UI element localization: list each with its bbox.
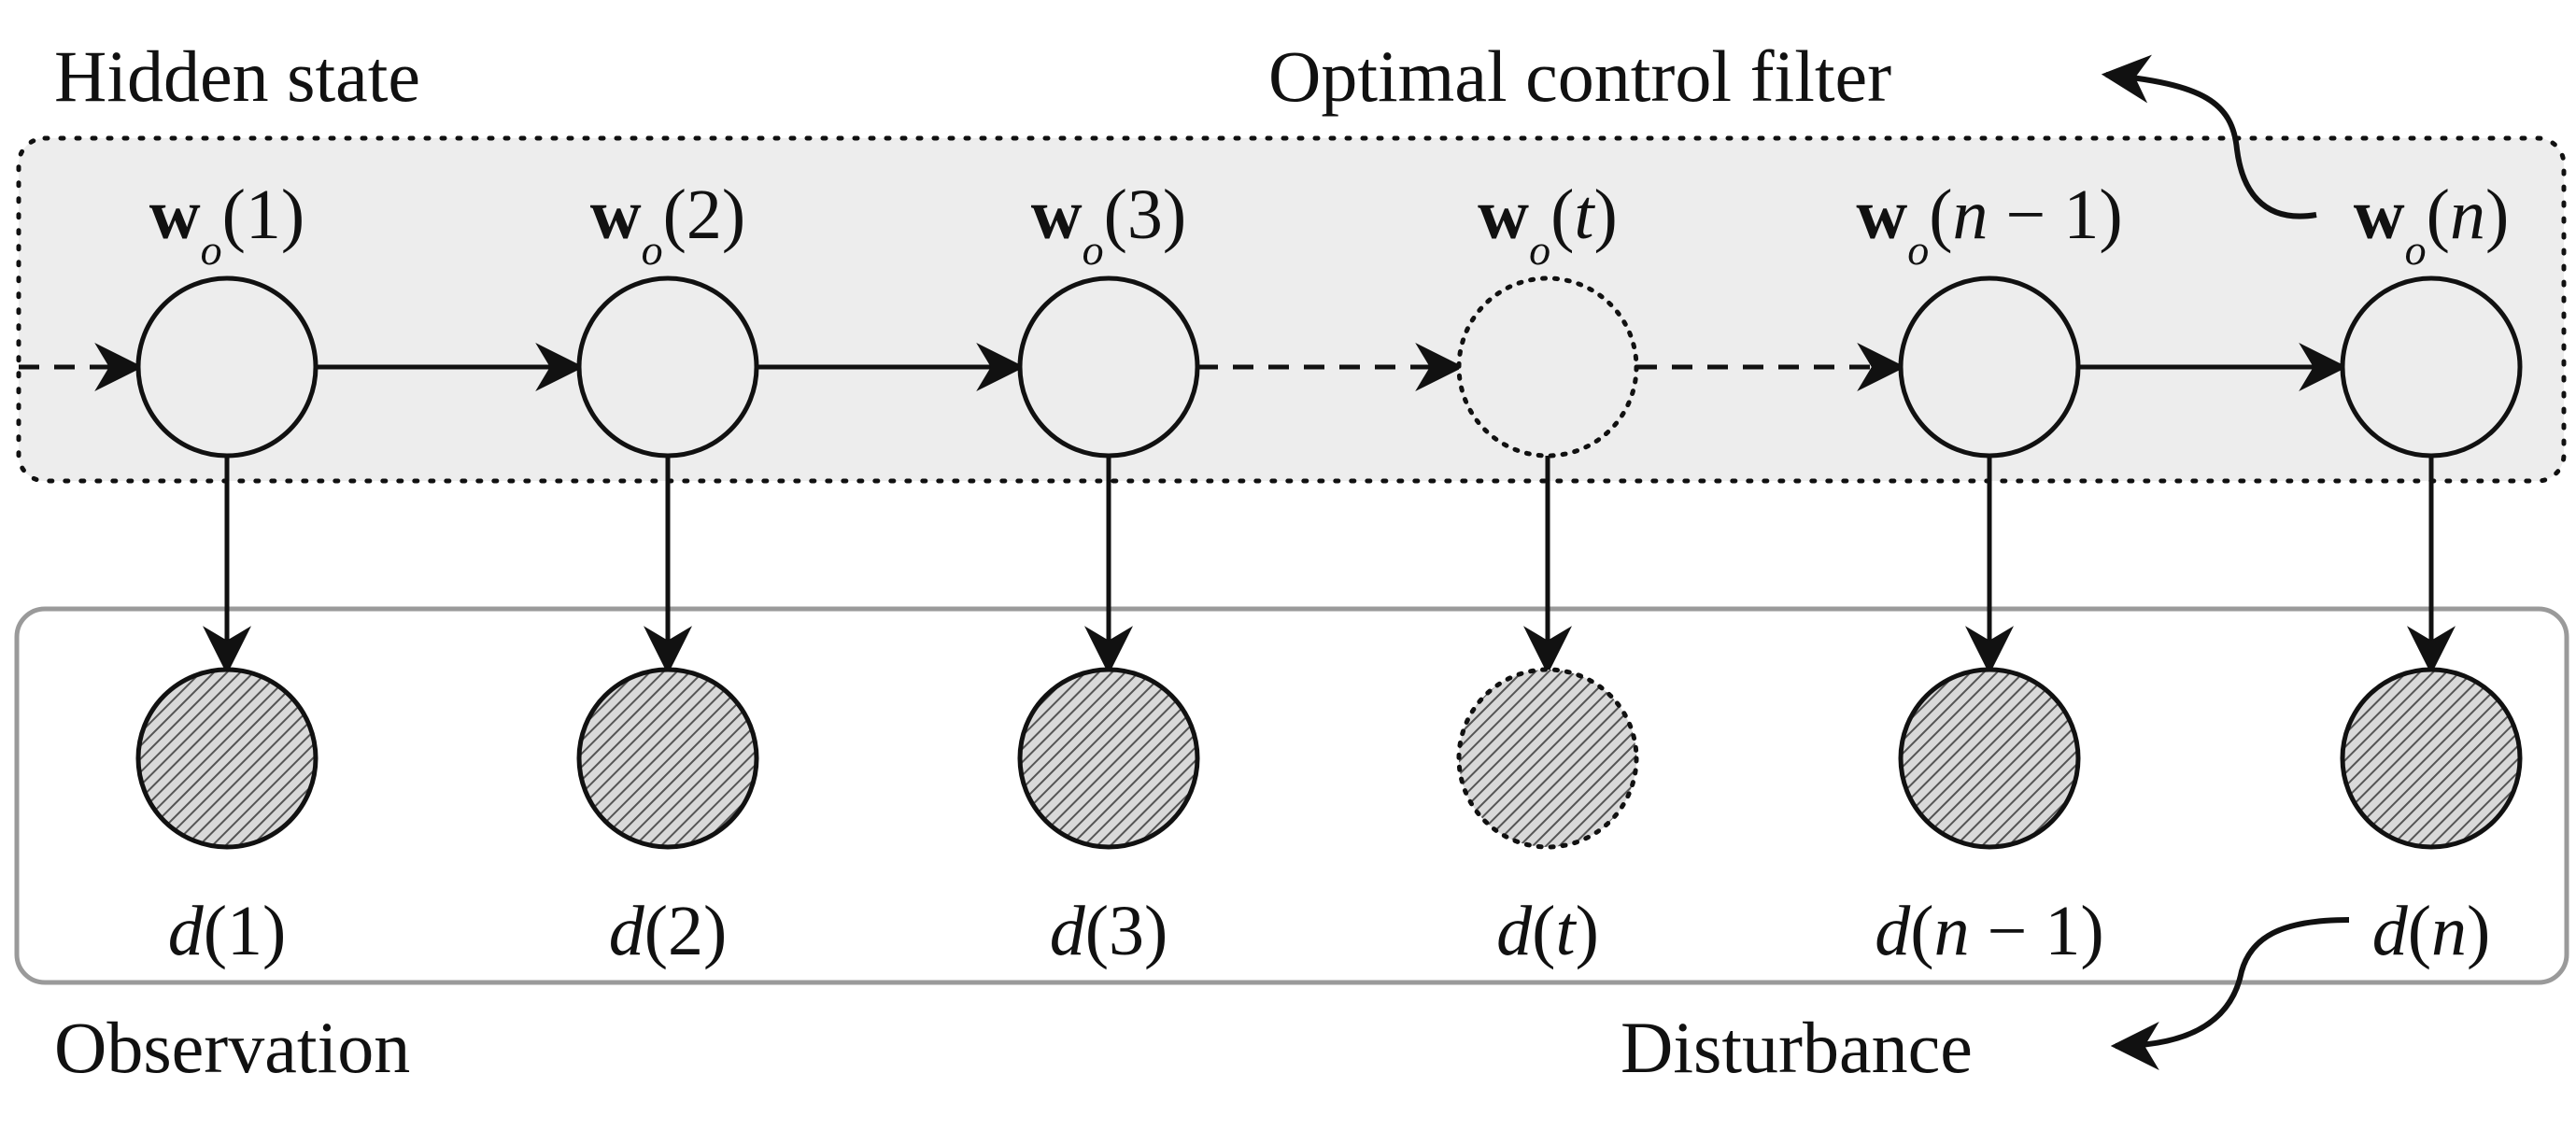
hidden-state-label: Hidden state [54, 35, 420, 117]
hidden-node-label-3: wo(3) [1031, 176, 1187, 274]
observed-node-5 [1898, 667, 2081, 850]
observed-node-label-6: d(n) [2372, 892, 2491, 970]
observed-node-3 [1017, 667, 1200, 850]
hidden-state-panel [16, 135, 2567, 484]
observation-label: Observation [54, 1007, 410, 1088]
observed-node-1 [135, 667, 318, 850]
observed-node-label-5: d(n − 1) [1875, 892, 2103, 970]
hidden-node-3 [1017, 275, 1200, 459]
node-labels-layer: wo(1) wo(2) wo(3) wo(t) wo(n − 1) wo(n) d(1) d(… [149, 176, 2510, 970]
hidden-node-label-1: wo(1) [149, 176, 305, 274]
hidden-node-2 [576, 275, 759, 459]
observed-node-label-2: d(2) [609, 892, 728, 970]
hidden-node-4 [1456, 275, 1639, 459]
disturbance-label: Disturbance [1621, 1007, 1973, 1088]
hidden-node-label-6: wo(n) [2354, 176, 2510, 274]
hidden-node-6 [2340, 275, 2523, 459]
observed-node-2 [576, 667, 759, 850]
disturbance-callout-arrow [2110, 917, 2350, 1070]
edges-layer [19, 343, 2456, 675]
hidden-node-5 [1898, 275, 2081, 459]
observed-node-label-1: d(1) [168, 892, 287, 970]
observation-panel [14, 606, 2569, 985]
observed-node-label-3: d(3) [1050, 892, 1168, 970]
observed-node-4 [1456, 667, 1639, 850]
optimal-filter-callout-arrow [2101, 54, 2317, 219]
hidden-node-1 [135, 275, 318, 459]
optimal-filter-label: Optimal control filter [1268, 35, 1891, 117]
hidden-node-label-2: wo(2) [590, 176, 746, 274]
observed-node-6 [2340, 667, 2523, 850]
nodes-layer [135, 275, 2523, 850]
hidden-node-label-5: wo(n − 1) [1856, 176, 2122, 274]
hidden-node-label-4: wo(t) [1478, 176, 1618, 274]
observed-node-label-4: d(t) [1496, 892, 1599, 970]
